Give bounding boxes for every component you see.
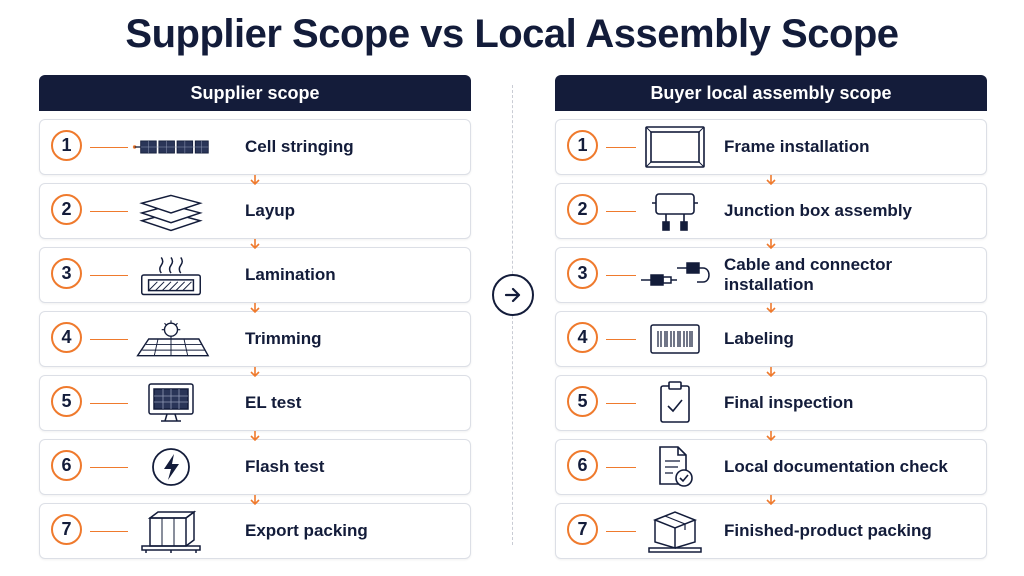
step-number: 6 <box>567 450 598 481</box>
step-label: Local documentation check <box>724 457 948 476</box>
lightning-icon <box>132 443 210 491</box>
connector-line <box>606 403 636 404</box>
pallet-crate-icon <box>132 507 210 555</box>
step-number: 6 <box>51 450 82 481</box>
connector-line <box>606 275 636 276</box>
supplier-step-1: 1 <box>39 119 471 186</box>
monitor-icon <box>132 379 210 427</box>
connector-line <box>90 275 128 276</box>
cell-string-icon <box>132 123 210 171</box>
connector-line <box>90 147 128 148</box>
connector-icon <box>636 251 714 299</box>
step-label: Flash test <box>245 457 325 476</box>
step-label: Junction box assembly <box>724 201 912 220</box>
connector-line <box>90 211 128 212</box>
connector-line <box>90 403 128 404</box>
step-label: Frame installation <box>724 137 870 156</box>
step-number: 1 <box>51 130 82 161</box>
laminator-icon <box>132 251 210 299</box>
down-arrow-icon <box>766 431 776 442</box>
buyer-step-2: 2 Junction box assembly <box>555 183 987 250</box>
down-arrow-icon <box>250 431 260 442</box>
down-arrow-icon <box>766 239 776 250</box>
box-pallet-icon <box>636 507 714 555</box>
step-label: Cable and connector installation <box>724 255 893 294</box>
connector-line <box>90 531 128 532</box>
step-number: 3 <box>51 258 82 289</box>
connector-line <box>606 339 636 340</box>
buyer-step-4: 4 Labeling <box>555 311 987 378</box>
step-number: 1 <box>567 130 598 161</box>
buyer-step-6: 6 Local documentation check <box>555 439 987 506</box>
down-arrow-icon <box>250 367 260 378</box>
step-number: 7 <box>567 514 598 545</box>
connector-line <box>90 339 128 340</box>
step-label: Final inspection <box>724 393 854 412</box>
down-arrow-icon <box>250 303 260 314</box>
step-number: 4 <box>567 322 598 353</box>
step-number: 7 <box>51 514 82 545</box>
down-arrow-icon <box>766 303 776 314</box>
trimming-saw-icon <box>132 315 210 363</box>
down-arrow-icon <box>766 367 776 378</box>
down-arrow-icon <box>766 495 776 506</box>
step-label: EL test <box>245 393 302 412</box>
down-arrow-icon <box>250 239 260 250</box>
supplier-step-7: 7 Export packing <box>39 503 471 559</box>
arrow-right-icon <box>492 274 534 316</box>
supplier-step-5: 5 EL test <box>39 375 471 442</box>
connector-line <box>606 467 636 468</box>
document-check-icon <box>636 443 714 491</box>
step-label: Cell stringing <box>245 137 354 156</box>
step-label: Lamination <box>245 265 336 284</box>
supplier-scope-header: Supplier scope <box>39 75 471 111</box>
step-number: 5 <box>567 386 598 417</box>
down-arrow-icon <box>250 175 260 186</box>
connector-line <box>606 211 636 212</box>
layers-icon <box>132 187 210 235</box>
step-number: 3 <box>567 258 598 289</box>
buyer-scope-header: Buyer local assembly scope <box>555 75 987 111</box>
buyer-step-1: 1 Frame installation <box>555 119 987 186</box>
down-arrow-icon <box>766 175 776 186</box>
down-arrow-icon <box>250 495 260 506</box>
step-number: 2 <box>51 194 82 225</box>
connector-line <box>606 147 636 148</box>
step-label: Labeling <box>724 329 794 348</box>
supplier-step-6: 6 Flash test <box>39 439 471 506</box>
supplier-step-2: 2 Layup <box>39 183 471 250</box>
step-label: Finished-product packing <box>724 521 932 540</box>
buyer-step-7: 7 Finished-product packing <box>555 503 987 559</box>
junction-box-icon <box>636 187 714 235</box>
connector-line <box>90 467 128 468</box>
clipboard-check-icon <box>636 379 714 427</box>
buyer-step-3: 3 Cable and connector installation <box>555 247 987 314</box>
page-title: Supplier Scope vs Local Assembly Scope <box>125 12 899 56</box>
barcode-label-icon <box>636 315 714 363</box>
step-label: Export packing <box>245 521 368 540</box>
supplier-scope-column: Supplier scope 1 <box>39 75 471 567</box>
buyer-scope-column: Buyer local assembly scope 1 Frame insta… <box>555 75 987 567</box>
step-number: 4 <box>51 322 82 353</box>
step-label: Trimming <box>245 329 322 348</box>
step-number: 2 <box>567 194 598 225</box>
supplier-step-4: 4 Trimming <box>39 311 471 378</box>
step-number: 5 <box>51 386 82 417</box>
step-label: Layup <box>245 201 296 220</box>
supplier-step-3: 3 Lamination <box>39 247 471 314</box>
buyer-step-5: 5 Final inspection <box>555 375 987 442</box>
connector-line <box>606 531 636 532</box>
frame-icon <box>636 123 714 171</box>
